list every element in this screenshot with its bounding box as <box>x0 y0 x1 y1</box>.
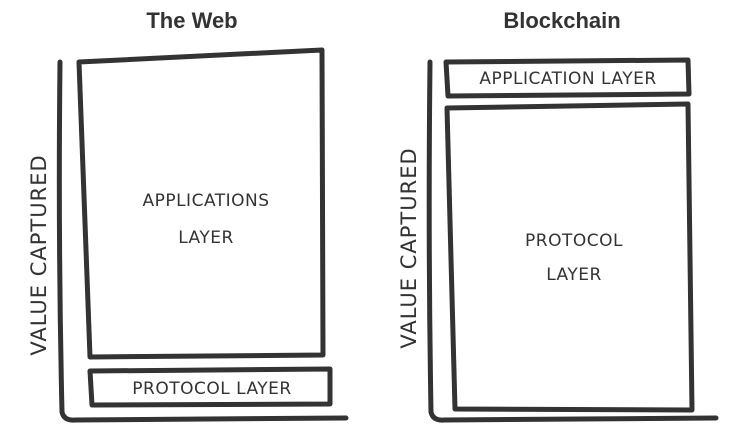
web-axis-label: VALUE CAPTURED <box>27 154 51 355</box>
blockchain-application-label: APPLICATION LAYER <box>479 69 656 89</box>
web-title: The Web <box>146 8 237 33</box>
web-applications-label-2: LAYER <box>178 228 234 248</box>
blockchain-protocol-box <box>444 101 695 413</box>
blockchain-axis-label: VALUE CAPTURED <box>397 147 421 348</box>
web-applications-label-1: APPLICATIONS <box>142 191 269 211</box>
blockchain-protocol-label-1: PROTOCOL <box>525 231 623 251</box>
web-protocol-label: PROTOCOL LAYER <box>132 379 291 399</box>
blockchain-protocol-label-2: LAYER <box>546 265 602 285</box>
blockchain-title: Blockchain <box>503 8 620 33</box>
web-axis <box>56 59 349 423</box>
blockchain-panel: Blockchain VALUE CAPTURED APPLICATION LA… <box>397 8 719 423</box>
web-applications-box <box>76 47 326 360</box>
blockchain-application-box <box>443 57 692 99</box>
blockchain-axis <box>426 59 719 423</box>
web-panel: The Web VALUE CAPTURED APPLICATIONS LAYE… <box>27 8 349 423</box>
web-protocol-box <box>87 366 333 408</box>
